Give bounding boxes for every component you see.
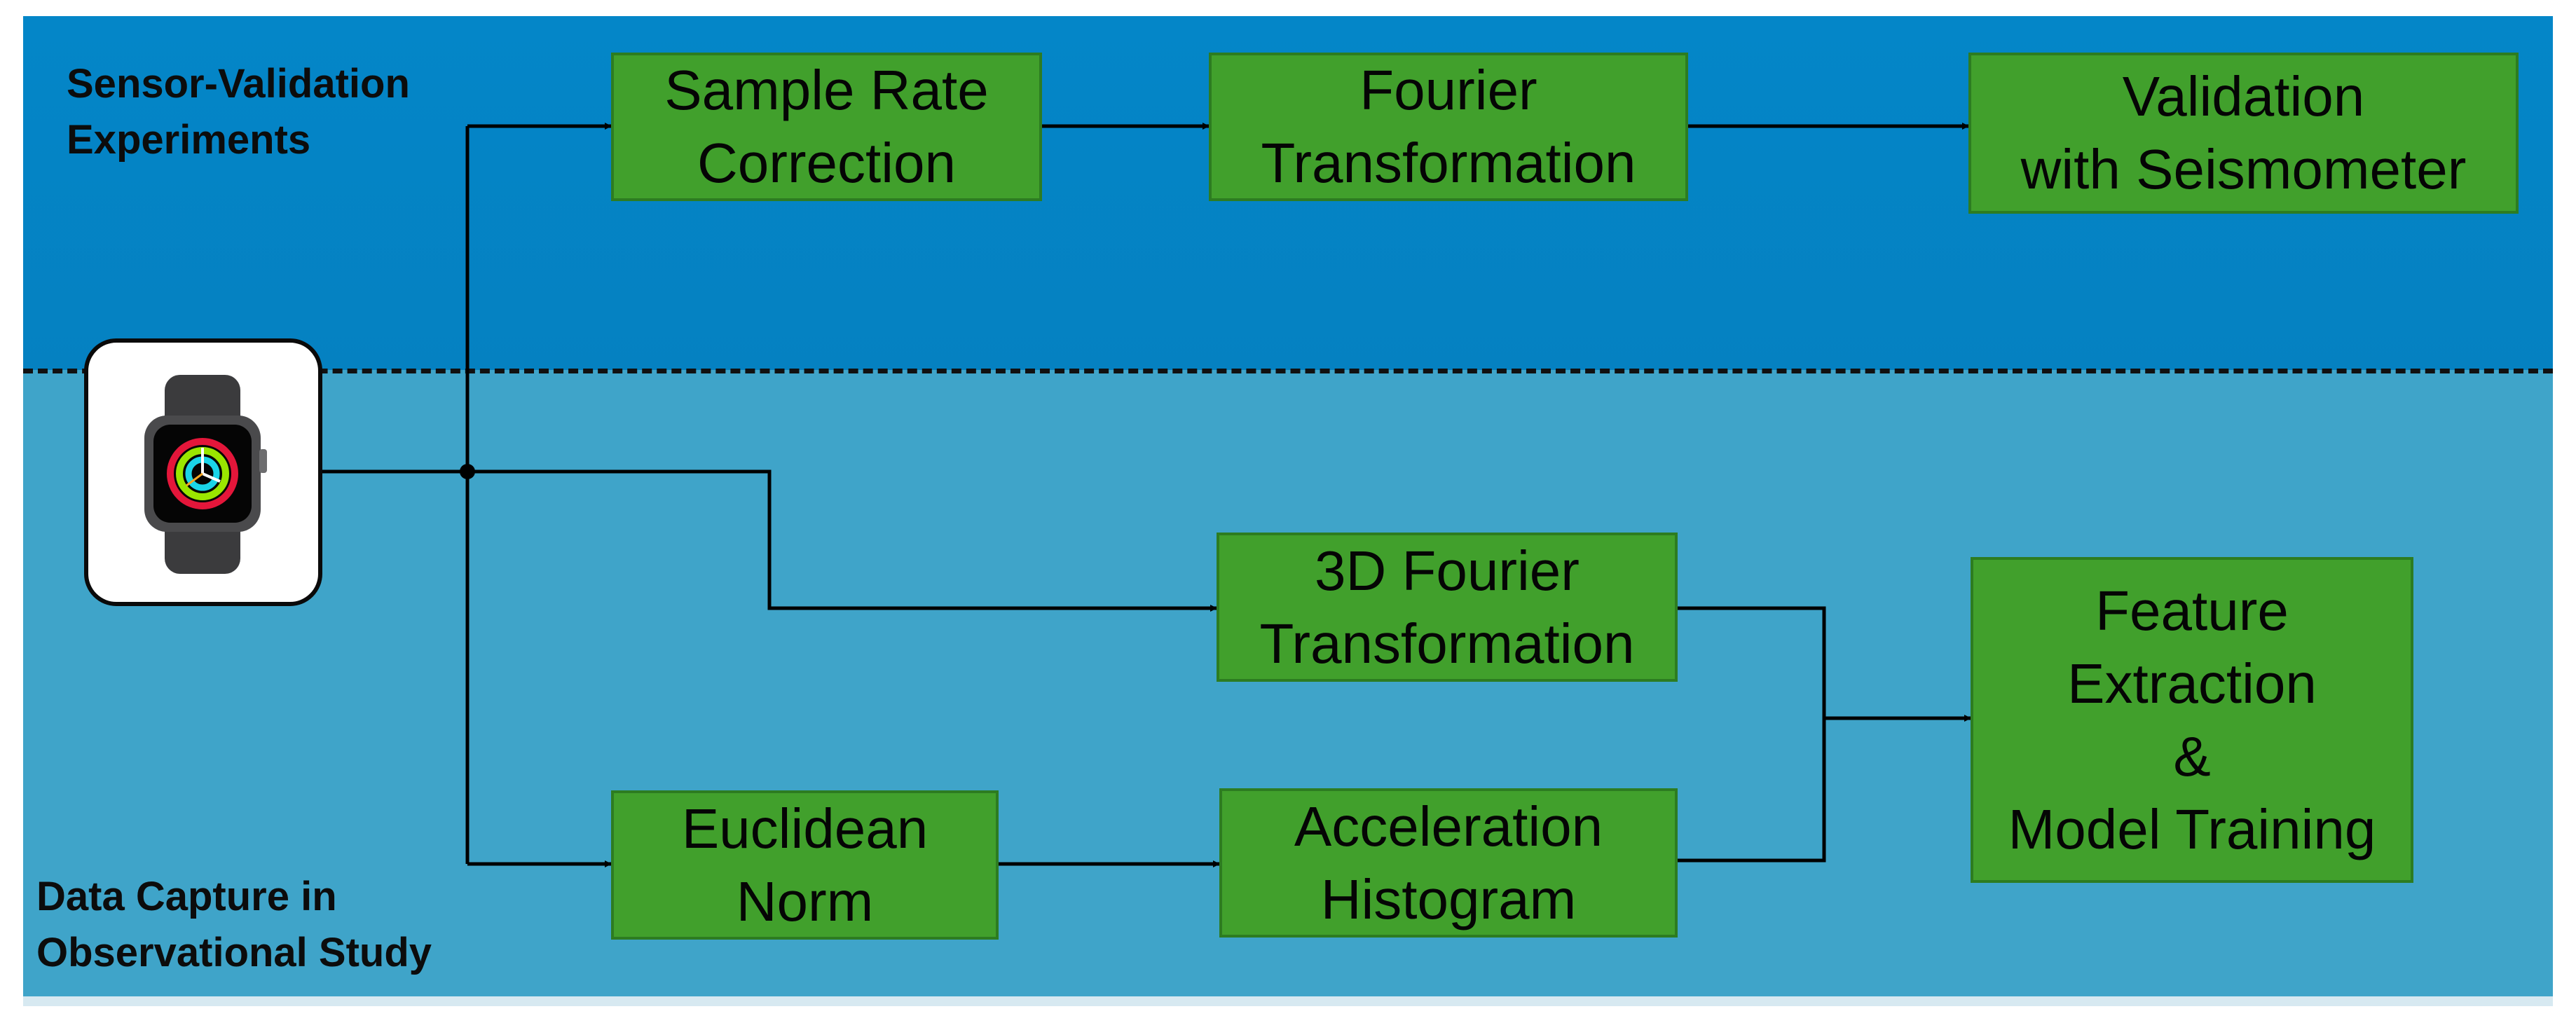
- 3d-fourier-transformation-box: 3D Fourier Transformation: [1217, 533, 1678, 682]
- sample-rate-line1: Sample Rate: [664, 59, 989, 121]
- sensor-validation-label-line2: Experiments: [67, 117, 311, 163]
- sample-rate-line2: Correction: [697, 132, 957, 194]
- euclidean-line2: Norm: [736, 870, 874, 933]
- 3d-fourier-line1: 3D Fourier: [1315, 539, 1580, 602]
- merge-line: [1678, 606, 1826, 863]
- fourier-line1: Fourier: [1359, 59, 1537, 121]
- data-capture-label-line2: Observational Study: [36, 930, 432, 975]
- smartwatch-card: [84, 338, 322, 606]
- sensor-validation-label: Sensor-Validation Experiments: [67, 56, 410, 168]
- 3d-fourier-line2: Transformation: [1259, 612, 1635, 675]
- validation-seismometer-box: Validation with Seismometer: [1968, 53, 2519, 214]
- junction-dot: [460, 464, 475, 479]
- sensor-validation-label-line1: Sensor-Validation: [67, 61, 410, 107]
- histogram-line1: Acceleration: [1294, 795, 1603, 858]
- euclidean-norm-box: Euclidean Norm: [611, 790, 999, 940]
- data-capture-label: Data Capture in Observational Study: [36, 869, 432, 981]
- histogram-line2: Histogram: [1320, 867, 1577, 931]
- feature-line2: Extraction: [2067, 652, 2317, 715]
- smartwatch-icon: [144, 375, 267, 574]
- acceleration-histogram-box: Acceleration Histogram: [1219, 788, 1678, 938]
- feature-line4: Model Training: [2008, 797, 2376, 860]
- fourier-transformation-box: Fourier Transformation: [1209, 53, 1688, 201]
- data-capture-label-line1: Data Capture in: [36, 874, 337, 919]
- arrow-to-3d-fourier: [467, 469, 1217, 612]
- feature-extraction-box: Feature Extraction & Model Training: [1971, 557, 2413, 883]
- euclidean-line1: Euclidean: [681, 797, 929, 860]
- feature-line1: Feature: [2095, 579, 2289, 642]
- validation-line1: Validation: [2122, 65, 2365, 128]
- validation-line2: with Seismometer: [2020, 138, 2467, 200]
- panel-divider: [23, 369, 2553, 373]
- sample-rate-correction-box: Sample Rate Correction: [611, 53, 1042, 201]
- feature-line3: &: [2173, 725, 2211, 788]
- fourier-line2: Transformation: [1261, 132, 1636, 194]
- bottom-strip: [23, 996, 2553, 1006]
